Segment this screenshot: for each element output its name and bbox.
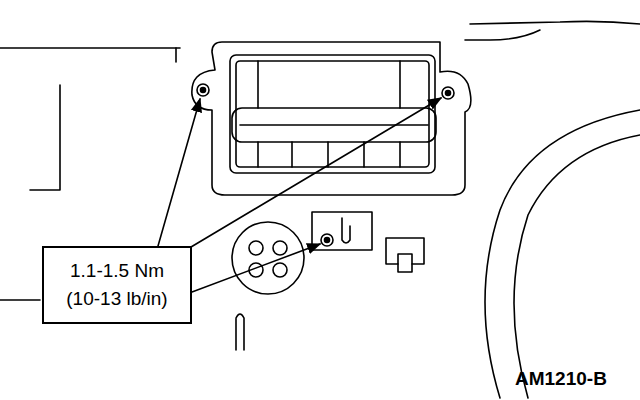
figure-id: AM1210-B <box>515 368 607 390</box>
torque-value: (10-13 lb/in) <box>66 285 167 313</box>
torque-callout-box: 1.1-1.5 Nm(10-13 lb/in) <box>42 246 192 324</box>
torque-value: 1.1-1.5 Nm <box>70 257 164 285</box>
